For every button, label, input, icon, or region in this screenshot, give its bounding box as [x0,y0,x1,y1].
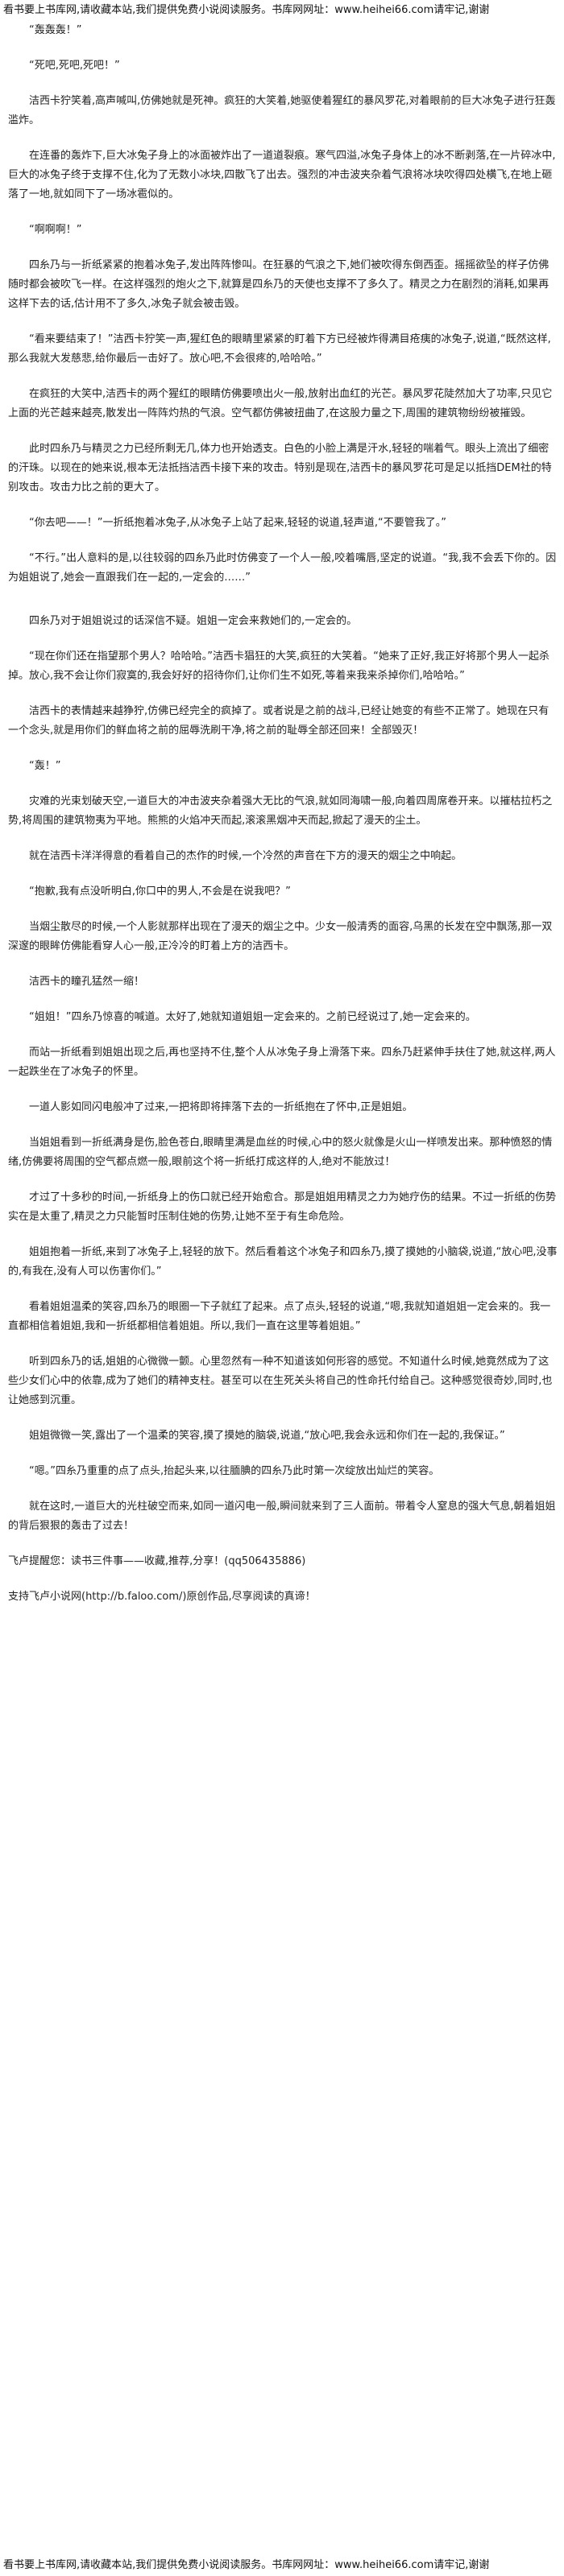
footer-note: 飞卢提醒您：读书三件事——收藏,推荐,分享！(qq506435886) [8,1555,306,1567]
paragraph: “轰轰轰！” [29,24,82,36]
site-banner-text: 看书要上书库网,请收藏本站,我们提供免费小说阅读服务。书库网网址：www.hei… [3,2559,490,2571]
paragraph: 此时四糸乃与精灵之力已经所剩无几,体力也开始透支。白色的小脸上满是汗水,轻轻的喘… [8,443,552,493]
paragraph: “轰！” [29,760,61,772]
paragraph: 一道人影如同闪电般冲了过来,一把将即将摔落下去的一折纸抱在了怀中,正是姐姐。 [29,1101,413,1113]
paragraph: “你去吧——！”一折纸抱着冰兔子,从冰兔子上站了起来,轻轻的说道,轻声道,“不要… [29,517,446,529]
paragraph: 姐姐抱着一折纸,来到了冰兔子上,轻轻的放下。然后看着这个冰兔子和四糸乃,摸了摸她… [8,1246,558,1278]
paragraph: 当姐姐看到一折纸满身是伤,脸色苍白,眼睛里满是血丝的时候,心中的怒火就像是火山一… [8,1137,553,1168]
site-banner-bottom: 看书要上书库网,请收藏本站,我们提供免费小说阅读服务。书库网网址：www.hei… [0,2555,564,2576]
paragraph: 洁西卡的表情越来越狰狞,仿佛已经完全的疯掉了。或者说是之前的战斗,已经让她变的有… [8,705,549,737]
paragraph: “抱歉,我有点没听明白,你口中的男人,不会是在说我吧？” [29,886,291,898]
paragraph: 才过了十多秒的时间,一折纸身上的伤口就已经开始愈合。那是姐姐用精灵之力为她疗伤的… [8,1191,557,1223]
chapter-body: “轰轰轰！” “死吧,死吧,死吧！” 洁西卡狞笑着,高声喊叫,仿佛她就是死神。疯狂的… [0,21,564,2555]
paragraph: 洁西卡的瞳孔猛然一缩！ [29,976,145,988]
paragraph: 而站一折纸看到姐姐出现之后,再也坚持不住,整个人从冰兔子身上滑落下来。四糸乃赶紧… [8,1046,556,1078]
site-banner-text: 看书要上书库网,请收藏本站,我们提供免费小说阅读服务。书库网网址：www.hei… [3,4,490,16]
paragraph: 四糸乃对于姐姐说过的话深信不疑。姐姐一定会来救她们的,一定会的。 [29,615,358,627]
paragraph: 灾难的光束划破天空,一道巨大的冲击波夹杂着强大无比的气浪,就如同海啸一般,向着四… [8,795,553,827]
paragraph: “啊啊啊！” [29,224,82,236]
site-banner-top: 看书要上书库网,请收藏本站,我们提供免费小说阅读服务。书库网网址：www.hei… [0,0,564,21]
paragraph: 在连番的轰炸下,巨大冰兔子身上的冰面被炸出了一道道裂痕。寒气四溢,冰兔子身体上的… [8,150,556,200]
paragraph: “不行。”出人意料的是,以往较弱的四糸乃此时仿佛变了一个人一般,咬着嘴唇,坚定的… [8,552,557,584]
paragraph: 当烟尘散尽的时候,一个人影就那样出现在了漫天的烟尘之中。少女一般清秀的面容,乌黑… [8,921,553,952]
paragraph: 在疯狂的大笑中,洁西卡的两个猩红的眼睛仿佛要喷出火一般,放射出血红的光芒。暴风罗… [8,388,553,419]
paragraph: 洁西卡狞笑着,高声喊叫,仿佛她就是死神。疯狂的大笑着,她驱使着猩红的暴风罗花,对… [8,95,556,126]
paragraph: “现在你们还在指望那个男人？哈哈哈。”洁西卡猖狂的大笑,疯狂的大笑着。“她来了正… [8,650,549,682]
paragraph: 就在洁西卡洋洋得意的看着自己的杰作的时候,一个冷然的声音在下方的漫天的烟尘之中响… [29,850,462,862]
paragraph: 就在这时,一道巨大的光柱破空而来,如同一道闪电一般,瞬间就来到了三人面前。带着令… [8,1501,556,1532]
paragraph: 四糸乃与一折纸紧紧的抱着冰兔子,发出阵阵惨叫。在狂暴的气浪之下,她们被吹得东倒西… [8,259,549,310]
paragraph: “嗯。”四糸乃重重的点了点头,抬起头来,以往腼腆的四糸乃此时第一次绽放出灿烂的笑… [29,1465,440,1477]
paragraph: “姐姐！”四糸乃惊喜的喊道。太好了,她就知道姐姐一定会来的。之前已经说过了,她一… [29,1011,476,1023]
paragraph: 姐姐微微一笑,露出了一个温柔的笑容,摸了摸她的脑袋,说道,“放心吧,我会永远和你… [29,1430,505,1442]
paragraph: 听到四糸乃的话,姐姐的心微微一颤。心里忽然有一种不知道该如何形容的感觉。不知道什… [8,1356,553,1406]
footer-note: 支持飞卢小说网(http://b.faloo.com/)原创作品,尽享阅读的真谛… [8,1591,316,1603]
paragraph: “看来要结束了！”洁西卡狞笑一声,猩红色的眼睛里紧紧的盯着下方已经被炸得满目疮痍… [8,333,551,365]
paragraph: 看着姐姐温柔的笑容,四糸乃的眼圈一下子就红了起来。点了点头,轻轻的说道,“嗯,我… [8,1301,551,1332]
paragraph: “死吧,死吧,死吧！” [29,60,120,72]
